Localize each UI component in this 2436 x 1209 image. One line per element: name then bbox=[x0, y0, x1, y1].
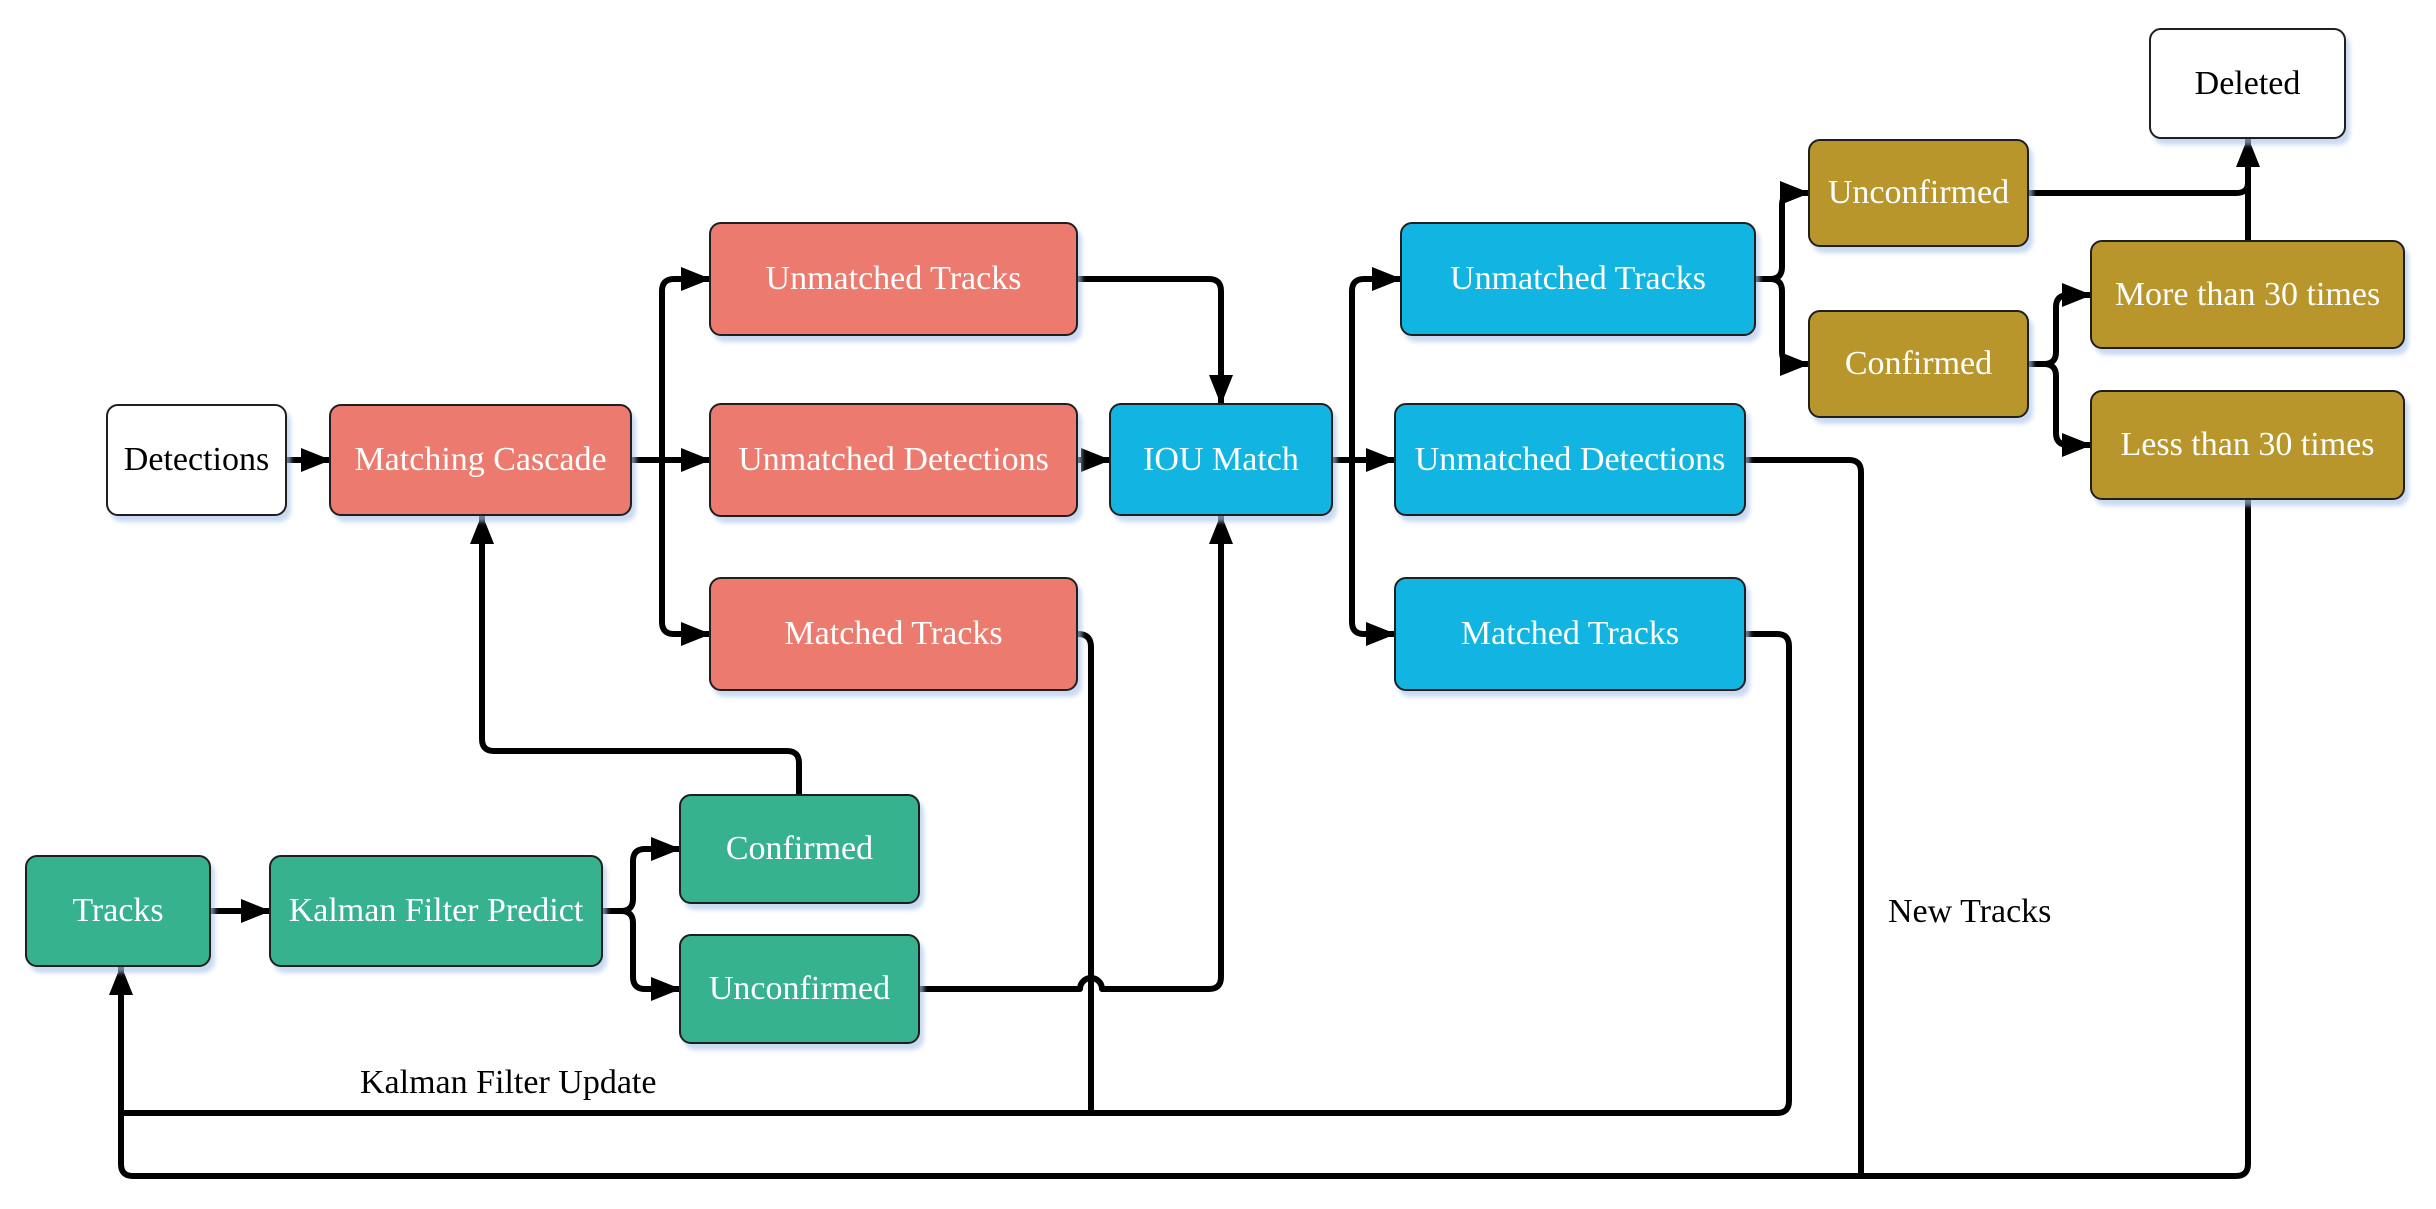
edge-matching-cascade-unmatched-tracks bbox=[659, 267, 711, 460]
edge-unconfirmed-deleted bbox=[2029, 182, 2251, 196]
node-kalman-filter-predict: Kalman Filter Predict bbox=[269, 855, 603, 967]
node-label: Matched Tracks bbox=[784, 615, 1003, 653]
edge-iou-match-matched-tracks bbox=[1349, 460, 1396, 646]
node-label: Confirmed bbox=[1844, 345, 1993, 383]
edge-unmatched-tracks-confirmed bbox=[1756, 276, 1810, 376]
edge-iou-match-unmatched-tracks bbox=[1349, 267, 1402, 460]
node-label: Unmatched Detections bbox=[1414, 440, 1726, 478]
node-label: Tracks bbox=[72, 892, 164, 930]
edge-unmatched-tracks-unconfirmed bbox=[1756, 181, 1810, 282]
node-mc-matched-tracks: Matched Tracks bbox=[709, 577, 1078, 691]
edge-matched-tracks-tracks-kalman-update bbox=[124, 631, 1792, 1116]
node-label: IOU Match bbox=[1143, 440, 1299, 478]
node-label: More than 30 times bbox=[2114, 275, 2381, 313]
edge-matched-tracks-kalman-update bbox=[1077, 631, 1094, 1113]
node-deleted: Deleted bbox=[2149, 28, 2346, 139]
node-confirmed-track: Confirmed bbox=[1808, 310, 2029, 418]
node-iou-matched-tracks: Matched Tracks bbox=[1394, 577, 1746, 691]
node-label: Unmatched Detections bbox=[738, 441, 1049, 479]
edge-matching-cascade-matched-tracks bbox=[659, 460, 711, 646]
node-label: Detections bbox=[123, 441, 270, 479]
node-detections: Detections bbox=[106, 404, 287, 516]
edge-unmatched-tracks-iou-match bbox=[1078, 276, 1233, 405]
node-less-than-30: Less than 30 times bbox=[2090, 390, 2405, 500]
node-kf-unconfirmed: Unconfirmed bbox=[679, 934, 920, 1044]
node-iou-unmatched-detections: Unmatched Detections bbox=[1394, 403, 1746, 516]
edge-confirmed-more-than-30 bbox=[2029, 283, 2092, 367]
node-label: Confirmed bbox=[725, 830, 874, 868]
node-iou-match: IOU Match bbox=[1109, 403, 1333, 516]
node-label: Unmatched Tracks bbox=[1450, 260, 1706, 298]
node-mc-unmatched-tracks: Unmatched Tracks bbox=[709, 222, 1078, 336]
edge-kf-confirmed-matching-cascade bbox=[470, 514, 802, 794]
edge-confirmed-less-than-30 bbox=[2029, 361, 2092, 457]
node-label: Matched Tracks bbox=[1460, 615, 1680, 653]
node-label: Unmatched Tracks bbox=[765, 260, 1022, 298]
edge-unmatched-detections-new-tracks bbox=[1746, 457, 1864, 1175]
edge-kf-unconfirmed-iou-match bbox=[920, 514, 1233, 992]
node-kf-confirmed: Confirmed bbox=[679, 794, 920, 904]
node-label: Unconfirmed bbox=[1827, 174, 2010, 212]
edge-kalman-predict-unconfirmed bbox=[603, 908, 681, 1001]
node-iou-unmatched-tracks: Unmatched Tracks bbox=[1400, 222, 1756, 336]
node-label: Less than 30 times bbox=[2120, 426, 2375, 464]
node-label: Kalman Filter Predict bbox=[288, 892, 584, 930]
edge-label-kalman-filter-update: Kalman Filter Update bbox=[360, 1064, 657, 1101]
node-mc-unmatched-detections: Unmatched Detections bbox=[709, 403, 1078, 517]
node-tracks: Tracks bbox=[25, 855, 211, 967]
node-unconfirmed-track: Unconfirmed bbox=[1808, 139, 2029, 247]
node-matching-cascade: Matching Cascade bbox=[329, 404, 632, 516]
node-more-than-30: More than 30 times bbox=[2090, 240, 2405, 349]
edge-less-than-30-tracks bbox=[109, 500, 2251, 1179]
node-label: Deleted bbox=[2194, 64, 2301, 102]
node-label: Unconfirmed bbox=[708, 970, 891, 1008]
edge-kalman-predict-confirmed bbox=[603, 837, 681, 914]
edge-label-new-tracks: New Tracks bbox=[1888, 893, 2052, 930]
node-label: Matching Cascade bbox=[354, 441, 607, 479]
